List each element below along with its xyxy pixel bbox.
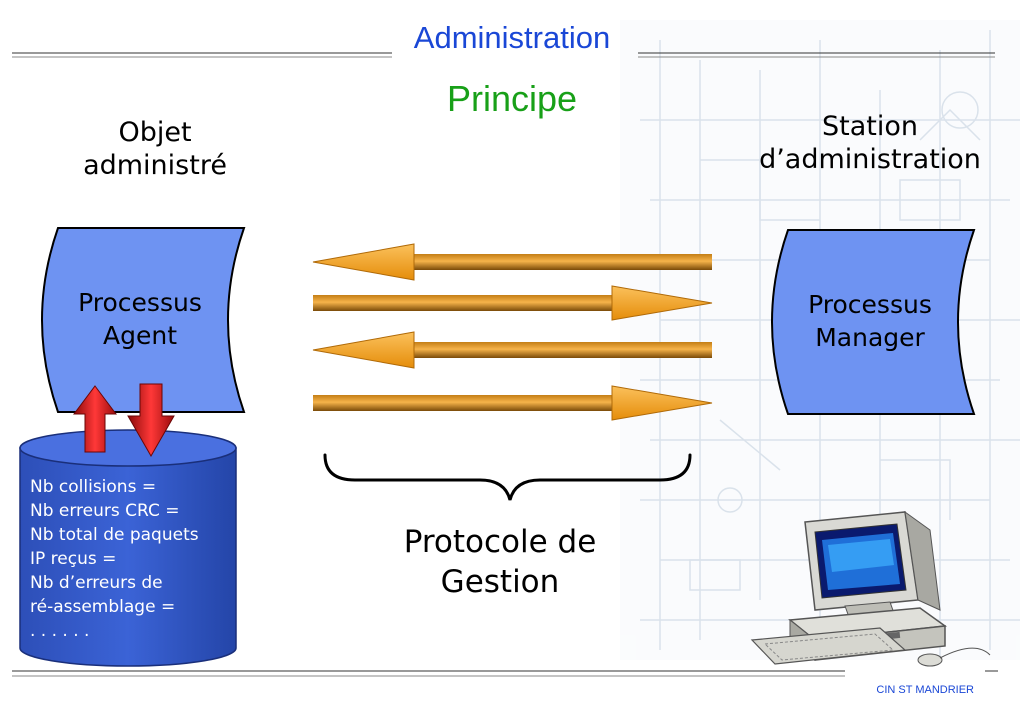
arrow-left-1: [312, 243, 712, 281]
arrow-right-2: [313, 385, 713, 421]
manager-process-shape: [771, 229, 976, 415]
agent-process-label: Processus Agent: [78, 288, 202, 350]
page-subtitle: Principe: [446, 78, 578, 119]
mib-database: [19, 429, 237, 667]
page-title: Administration: [0, 20, 1024, 56]
protocol-brace: [323, 453, 692, 501]
computer-icon: [750, 510, 991, 667]
mib-line: Nb d’erreurs de: [30, 573, 163, 593]
mib-line: ré-assemblage =: [30, 597, 176, 617]
mib-line: . . . . . .: [30, 621, 90, 641]
arrow-left-2: [312, 331, 712, 369]
manager-process-label: Processus Manager: [808, 290, 932, 352]
arrow-right-1: [313, 285, 713, 321]
footer-text: CIN ST MANDRIER: [876, 684, 974, 696]
mib-line: Nb collisions =: [30, 477, 157, 497]
agent-process-shape: [41, 227, 246, 413]
protocol-label: Protocole de Gestion: [403, 524, 597, 600]
mib-line: Nb erreurs CRC =: [30, 501, 180, 521]
mib-line: Nb total de paquets: [30, 525, 199, 545]
mib-line: IP reçus =: [30, 549, 117, 569]
up-arrow-icon: [73, 385, 117, 453]
mib-variables: Nb collisions = Nb erreurs CRC = Nb tota…: [30, 475, 235, 643]
management-station-label: Station d’administration: [759, 111, 981, 175]
down-arrow-icon: [127, 383, 175, 458]
managed-object-label: Objet administré: [83, 117, 227, 181]
